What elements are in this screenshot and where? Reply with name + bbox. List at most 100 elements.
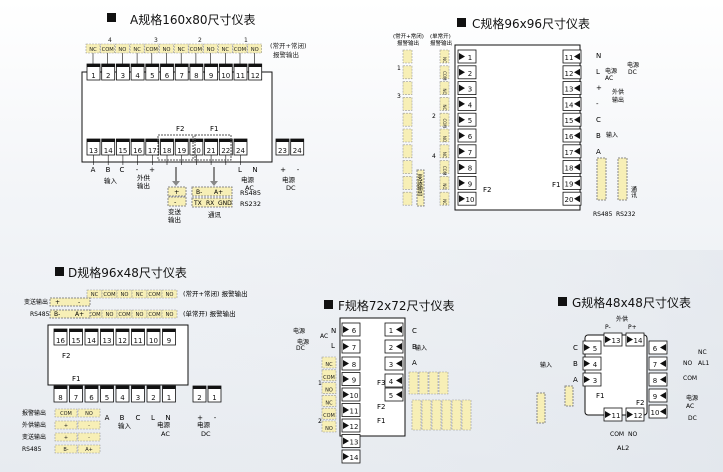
- a-relay-pin-nc: NC: [85, 43, 101, 54]
- svg-text:3: 3: [389, 361, 393, 369]
- g-terminal-9: 9: [648, 388, 668, 403]
- d-pin-com: COM: [146, 289, 163, 299]
- a-relay-pin-nc: NC: [173, 43, 189, 54]
- d-terminal-9: 9: [162, 328, 176, 346]
- a-relay-pin-no: NO: [159, 43, 174, 54]
- a-power-ac2: AC: [245, 184, 254, 192]
- terminal-number: 5: [105, 394, 109, 402]
- f-letter: A: [412, 359, 417, 367]
- svg-text:NO: NO: [683, 360, 692, 367]
- f-terminal-3: 3: [384, 356, 404, 371]
- f-right-pin: [441, 399, 452, 431]
- svg-text:NO: NO: [121, 292, 129, 298]
- svg-text:输出: 输出: [612, 96, 624, 104]
- svg-text:COM: COM: [146, 47, 158, 53]
- a-relay-pin-no: NO: [115, 43, 130, 54]
- svg-text:2: 2: [432, 113, 436, 120]
- svg-text:11: 11: [350, 408, 359, 416]
- svg-text:NO: NO: [442, 183, 447, 189]
- c-pin-cell-left: [402, 160, 413, 174]
- svg-text:1: 1: [389, 327, 393, 335]
- a-terminal-b15: 15: [116, 138, 130, 165]
- a-terminal-12: 12: [248, 63, 263, 81]
- svg-text:3: 3: [397, 93, 401, 100]
- svg-text:NO: NO: [325, 388, 333, 394]
- svg-text:2: 2: [198, 37, 202, 44]
- svg-text:+: +: [64, 423, 68, 429]
- svg-text:2: 2: [389, 344, 393, 352]
- f-pin-no: NO: [321, 382, 337, 394]
- svg-text:输入: 输入: [606, 131, 618, 139]
- d-side-value: COM: [54, 408, 78, 418]
- d-terminal-b6: 6: [84, 385, 99, 403]
- a-rs232-box: TX RX GND RS232 通讯: [191, 197, 261, 219]
- c-terminal-20: 20: [562, 191, 582, 206]
- d-side-terminal-1: 1: [207, 385, 222, 403]
- svg-text:COM: COM: [683, 375, 697, 382]
- f-right-pin: [428, 371, 439, 395]
- terminal-number: 6: [89, 394, 94, 402]
- f-right-pin: [438, 371, 449, 395]
- svg-text:COM: COM: [442, 166, 447, 176]
- d-pin-com: COM: [101, 289, 118, 299]
- g-letter: A: [573, 376, 578, 384]
- g-letter: B: [573, 360, 578, 368]
- d-terminal-11: 11: [131, 328, 145, 346]
- svg-text:14: 14: [634, 337, 643, 345]
- f-terminal-10: 10: [341, 387, 361, 402]
- svg-text:4: 4: [593, 361, 598, 369]
- a-power-dc2: DC: [286, 184, 296, 192]
- svg-text:DC: DC: [296, 345, 305, 352]
- svg-text:NC: NC: [89, 47, 97, 53]
- a-relay-note2: 报警输出: [273, 50, 299, 59]
- svg-text:NO: NO: [325, 426, 333, 432]
- svg-text:3: 3: [593, 377, 597, 385]
- svg-text:1: 1: [468, 54, 472, 62]
- d-terminal-b2: 2: [146, 385, 161, 403]
- svg-text:3: 3: [154, 37, 158, 44]
- svg-text:1: 1: [397, 65, 401, 72]
- svg-text:RX: RX: [206, 200, 214, 207]
- terminal-number: 12: [251, 72, 260, 80]
- svg-text:COM: COM: [102, 47, 114, 53]
- svg-text:COM: COM: [323, 375, 335, 381]
- a-ext-label: 外供: [137, 173, 151, 182]
- a-relay-pin-no: NO: [247, 43, 262, 54]
- svg-text:P-: P-: [605, 324, 611, 331]
- svg-text:11: 11: [612, 412, 621, 420]
- svg-text:NC: NC: [177, 47, 185, 53]
- f-terminal-11: 11: [341, 403, 361, 417]
- svg-text:COM: COM: [88, 312, 100, 318]
- d-terminal-15: 15: [69, 328, 83, 346]
- svg-text:B-: B-: [54, 311, 60, 318]
- c-terminal-9: 9: [457, 175, 477, 190]
- terminal-number: 16: [133, 147, 142, 155]
- c-comm-boxes: 通讯 RS485 RS232: [593, 157, 637, 218]
- c-terminal-17: 17: [562, 144, 582, 159]
- terminal-number: 24: [293, 147, 302, 155]
- f-terminal-8: 8: [341, 356, 361, 371]
- svg-text:5: 5: [389, 392, 393, 400]
- svg-text:NC: NC: [325, 400, 333, 406]
- terminal-number: 13: [103, 337, 112, 345]
- svg-text:AC: AC: [161, 430, 170, 438]
- c-terminal-10: 10: [457, 191, 477, 206]
- a-terminal-b24: 24: [233, 138, 248, 165]
- svg-text:10: 10: [651, 409, 660, 417]
- a-power-dc: 电源: [282, 175, 296, 184]
- c-pin-cell: [439, 144, 450, 159]
- terminal-number: 24: [236, 147, 245, 155]
- c-pin-cell: [439, 65, 450, 80]
- svg-text:6: 6: [468, 133, 473, 141]
- svg-text:输入: 输入: [540, 361, 552, 369]
- d-terminal-b5: 5: [100, 385, 114, 403]
- c-pin-cell-left: [402, 144, 413, 159]
- svg-text:5: 5: [468, 117, 472, 125]
- panel-c-title: C规格96x96尺寸仪表: [472, 16, 590, 31]
- c-terminal-8: 8: [457, 160, 477, 175]
- a-ext-label2: 输出: [137, 181, 150, 190]
- svg-text:8: 8: [352, 361, 356, 369]
- a-terminal-9: 9: [204, 63, 219, 81]
- terminal-number: 18: [163, 147, 172, 155]
